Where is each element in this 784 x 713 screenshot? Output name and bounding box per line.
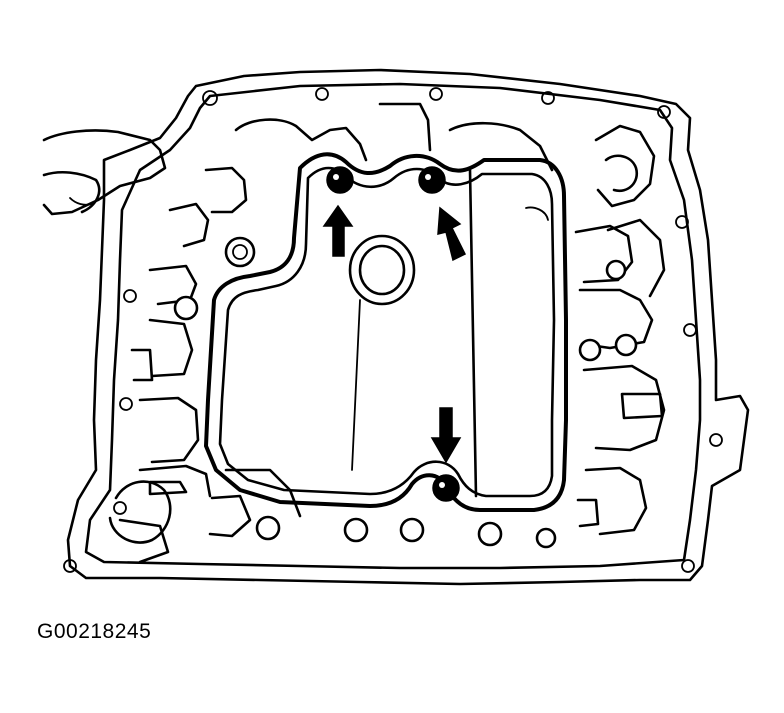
bolt-left-upper bbox=[326, 166, 354, 194]
bolt-right-upper bbox=[418, 166, 446, 194]
bolt-lower bbox=[432, 474, 460, 502]
valve-body-details bbox=[108, 102, 666, 564]
strainer-bolts bbox=[326, 166, 460, 502]
oil-strainer bbox=[204, 152, 568, 512]
arrow-down bbox=[430, 407, 462, 464]
arrow-up-left bbox=[322, 204, 354, 257]
case-flange-outline bbox=[66, 68, 750, 586]
hand-outline bbox=[42, 129, 167, 216]
flange-bolt-holes bbox=[63, 87, 723, 573]
figure-id-label: G00218245 bbox=[37, 620, 152, 643]
indicator-arrows bbox=[322, 204, 467, 464]
arrow-up-right bbox=[437, 206, 467, 262]
